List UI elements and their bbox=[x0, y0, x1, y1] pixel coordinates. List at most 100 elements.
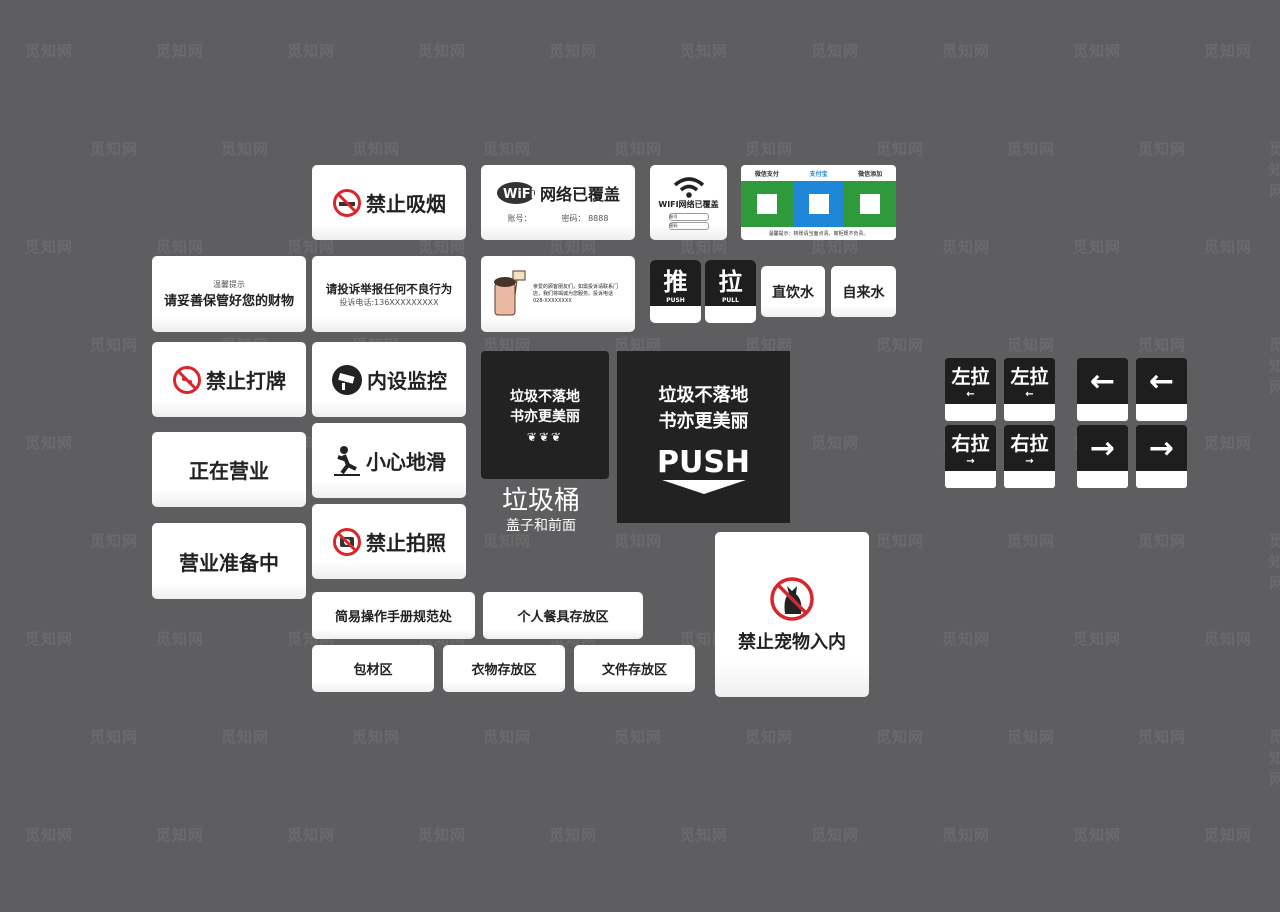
sign-text: 左拉 bbox=[1010, 366, 1049, 388]
no-smoking-icon bbox=[333, 188, 361, 217]
sign-text: 直饮水 bbox=[772, 284, 814, 301]
arrow-right-icon: → bbox=[966, 456, 975, 467]
watermark-text: 觅知网 bbox=[156, 238, 205, 256]
sign-text: 衣物存放区 bbox=[471, 663, 537, 678]
sign-report: 请投诉举报任何不良行为 投诉电话:136XXXXXXXXX bbox=[312, 256, 466, 332]
sign-text: 右拉 bbox=[951, 433, 990, 455]
cartoon-cup-icon bbox=[494, 270, 526, 316]
sign-slippery: 小心地滑 bbox=[312, 423, 466, 498]
sign-wifi-small: WIFI网络已覆盖 账号 密码 bbox=[650, 165, 727, 240]
wechat-add-label: 微信添加 bbox=[858, 171, 883, 178]
watermark-text: 觅知网 bbox=[876, 336, 925, 354]
sign-pull-right: 右拉→ bbox=[1004, 425, 1055, 488]
reminder-label: 温馨提示 bbox=[213, 280, 245, 289]
sign-text: 包材区 bbox=[353, 663, 393, 678]
watermark-text: 觅知网 bbox=[90, 532, 139, 550]
sign-text: 正在营业 bbox=[189, 459, 269, 483]
watermark-text: 觅知网 bbox=[614, 728, 663, 746]
wifi-account-field: 账号 bbox=[668, 213, 709, 221]
watermark-text: 觅知网 bbox=[25, 826, 74, 844]
sign-bin-big: 垃圾不落地 书亦更美丽 PUSH bbox=[617, 351, 790, 523]
watermark-text: 觅知网 bbox=[1073, 630, 1122, 648]
watermark-text: 觅知网 bbox=[1073, 826, 1122, 844]
watermark-text: 觅知网 bbox=[942, 238, 991, 256]
watermark-text: 觅知网 bbox=[1073, 42, 1122, 60]
watermark-text: 觅知网 bbox=[876, 140, 925, 158]
caption-subtitle: 盖子和前面 bbox=[506, 518, 576, 534]
bin-caption: 垃圾桶 盖子和前面 bbox=[481, 480, 601, 535]
watermark-text: 觅知网 bbox=[352, 728, 401, 746]
sign-file-area: 文件存放区 bbox=[574, 645, 695, 692]
sign-payment-qr: 微信支付 支付宝 微信添加 温馨提示：转账请当面点清，离柜概不负责。 bbox=[741, 165, 896, 240]
caption-title: 垃圾桶 bbox=[501, 486, 580, 516]
sign-text: 书亦更美丽 bbox=[510, 409, 580, 425]
sign-cartoon-notice: 亲爱的顾客朋友们，如需投诉请联系门店，我们将竭诚为您服务。投诉电话 028-XX… bbox=[481, 256, 635, 332]
watermark-text: 觅知网 bbox=[1007, 140, 1056, 158]
watermark-text: 觅知网 bbox=[25, 434, 74, 452]
watermark-text: 觅知网 bbox=[25, 238, 74, 256]
watermark-text: 觅知网 bbox=[942, 630, 991, 648]
watermark-text: 觅知网 bbox=[680, 42, 729, 60]
wifi-password-label: 密码： bbox=[561, 214, 586, 223]
watermark-text: 觅知网 bbox=[352, 140, 401, 158]
watermark-text: 觅知网 bbox=[1269, 532, 1280, 592]
wifi-logo-icon: WiFi bbox=[496, 182, 535, 204]
qr-panel-alipay bbox=[792, 181, 845, 227]
arrow-right-icon: → bbox=[1148, 430, 1175, 466]
camera-icon bbox=[332, 364, 362, 395]
sign-arrow-right: → bbox=[1136, 425, 1187, 488]
watermark-text: 觅知网 bbox=[1204, 826, 1253, 844]
watermark-text: 觅知网 bbox=[418, 826, 467, 844]
watermark-text: 觅知网 bbox=[483, 728, 532, 746]
sign-text: 请投诉举报任何不良行为 bbox=[325, 281, 453, 296]
svg-text:WiFi: WiFi bbox=[503, 187, 535, 202]
sign-pull-right: 右拉→ bbox=[945, 425, 996, 488]
report-phone: 投诉电话:136XXXXXXXXX bbox=[339, 297, 439, 307]
sign-packing-area: 包材区 bbox=[312, 645, 434, 692]
sign-open: 正在营业 bbox=[152, 432, 306, 507]
watermark-text: 觅知网 bbox=[680, 238, 729, 256]
watermark-text: 觅知网 bbox=[418, 42, 467, 60]
watermark-text: 觅知网 bbox=[549, 42, 598, 60]
sign-surveillance: 内设监控 bbox=[312, 342, 466, 417]
watermark-text: 觅知网 bbox=[221, 728, 270, 746]
watermark-text: 觅知网 bbox=[418, 238, 467, 256]
sign-bin-small: 垃圾不落地 书亦更美丽 ❦❦❦ bbox=[481, 351, 609, 479]
watermark-text: 觅知网 bbox=[1007, 728, 1056, 746]
arrow-left-icon: ← bbox=[1148, 363, 1175, 399]
no-gambling-icon bbox=[173, 365, 201, 394]
wifi-password-value: 8888 bbox=[588, 214, 609, 223]
watermark-text: 觅知网 bbox=[1138, 532, 1187, 550]
arrow-right-icon: → bbox=[1025, 456, 1034, 467]
watermark-text: 觅知网 bbox=[549, 826, 598, 844]
watermark-text: 觅知网 bbox=[287, 826, 336, 844]
sign-pull-left: 左拉← bbox=[1004, 358, 1055, 421]
sign-arrow-right: → bbox=[1077, 425, 1128, 488]
alipay-label: 支付宝 bbox=[809, 171, 828, 178]
push-char: 推 bbox=[663, 268, 688, 296]
sign-text: 简易操作手册规范处 bbox=[334, 610, 452, 625]
watermark-text: 觅知网 bbox=[1138, 336, 1187, 354]
sign-text: 自来水 bbox=[842, 284, 885, 301]
watermark-text: 觅知网 bbox=[156, 630, 205, 648]
watermark-text: 觅知网 bbox=[745, 336, 794, 354]
sign-preparing: 营业准备中 bbox=[152, 523, 306, 599]
watermark-text: 觅知网 bbox=[614, 140, 663, 158]
watermark-text: 觅知网 bbox=[614, 532, 663, 550]
watermark-text: 觅知网 bbox=[811, 434, 860, 452]
watermark-text: 觅知网 bbox=[221, 140, 270, 158]
wechat-pay-label: 微信支付 bbox=[754, 171, 779, 178]
sign-text: 禁止打牌 bbox=[206, 369, 286, 393]
watermark-text: 觅知网 bbox=[614, 336, 663, 354]
payment-footer: 温馨提示：转账请当面点清，离柜概不负责。 bbox=[768, 231, 869, 237]
watermark-text: 觅知网 bbox=[811, 42, 860, 60]
watermark-text: 觅知网 bbox=[1007, 336, 1056, 354]
watermark-text: 觅知网 bbox=[876, 532, 925, 550]
watermark-text: 觅知网 bbox=[156, 826, 205, 844]
watermark-text: 觅知网 bbox=[811, 826, 860, 844]
arrow-right-icon: → bbox=[1089, 430, 1116, 466]
sign-text: 书亦更美丽 bbox=[658, 410, 749, 432]
watermark-text: 觅知网 bbox=[90, 728, 139, 746]
arrow-left-icon: ← bbox=[1025, 389, 1034, 400]
